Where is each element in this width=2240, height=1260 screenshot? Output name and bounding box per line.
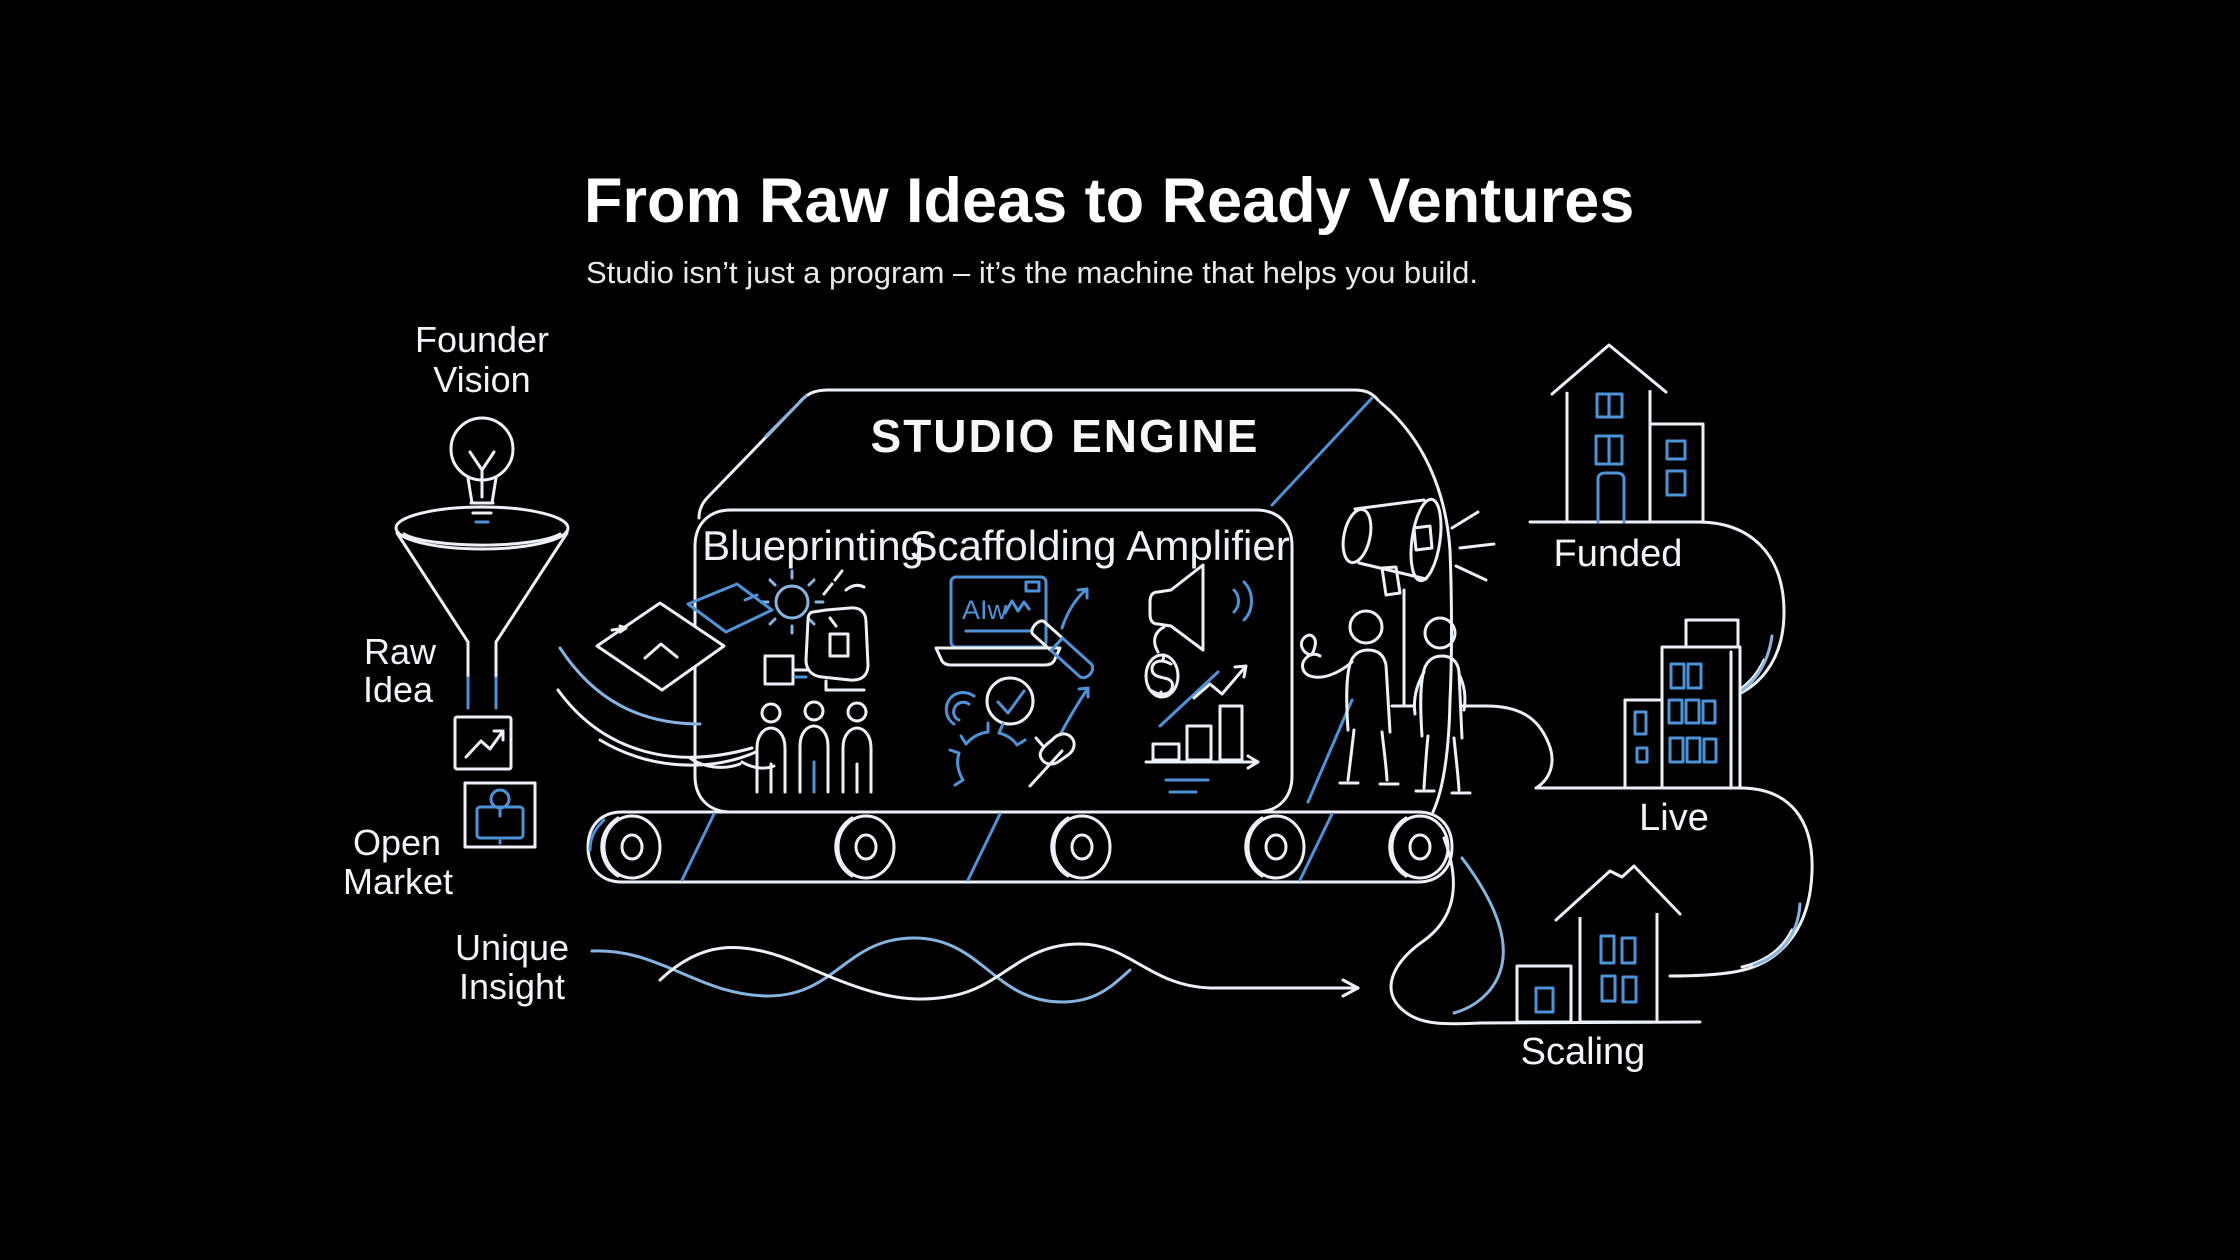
- pen-icon: [1030, 619, 1095, 680]
- unique-insight-label-line1: Unique: [455, 927, 569, 968]
- output-funded: Funded: [1528, 343, 1786, 705]
- funded-buildings: [1550, 343, 1705, 524]
- ai-laptop-icon: AIw: [934, 575, 1062, 667]
- founder-vision-label-line1: Founder: [415, 319, 549, 360]
- live-buildings: [1623, 618, 1742, 790]
- engine-fold-accent: [1270, 396, 1374, 507]
- laptop-screen-text: AIw: [962, 595, 1008, 625]
- funded-plateau: [1528, 520, 1786, 705]
- engine-title: STUDIO ENGINE: [871, 410, 1260, 462]
- gear-icon: [759, 569, 866, 635]
- input-raw-idea: Raw Idea: [363, 631, 513, 771]
- output-scaling-label: Scaling: [1521, 1031, 1646, 1073]
- insight-wave-arrow: [590, 936, 1360, 1004]
- module-scaffolding-label: Scaffolding: [909, 522, 1116, 569]
- input-open-market: Open Market: [343, 781, 537, 902]
- check-icon: [944, 676, 1035, 726]
- header: From Raw Ideas to Ready Ventures Studio …: [584, 166, 1634, 290]
- module-blueprinting-label: Blueprinting: [702, 522, 924, 569]
- open-market-label-line2: Market: [343, 861, 453, 902]
- flowchart-icon: [763, 606, 870, 692]
- bar-chart-icon: [1144, 664, 1260, 794]
- output-live-label: Live: [1639, 797, 1709, 839]
- gear-wrench-icon: [948, 721, 1076, 788]
- engine-top-face: [697, 388, 1380, 520]
- market-pin-icon: [463, 781, 537, 849]
- engine-right-accent: [1306, 698, 1354, 804]
- output-scaling: Scaling: [1515, 864, 1682, 1073]
- page-subtitle: Studio isn’t just a program – it’s the m…: [586, 255, 1478, 290]
- input-unique-insight: Unique Insight: [455, 927, 1360, 1007]
- conveyor-belt: [586, 810, 1454, 884]
- belt-roller: [1050, 814, 1112, 880]
- funnel-icon: [394, 505, 570, 710]
- dollar-icon: [1144, 625, 1180, 699]
- person-standing: [1412, 616, 1472, 795]
- megaphone-icon: [1148, 563, 1253, 652]
- road-upper: [1390, 704, 1554, 790]
- input-founder-vision: Founder Vision: [394, 319, 570, 710]
- output-funded-label: Funded: [1554, 533, 1683, 575]
- open-market-label-line1: Open: [353, 822, 441, 863]
- raw-idea-label-line1: Raw: [364, 631, 437, 672]
- belt-roller: [600, 814, 662, 880]
- output-live: Live: [1534, 618, 1814, 978]
- road-s-curve: [1389, 836, 1702, 1026]
- paper-flow: [556, 582, 776, 770]
- unique-insight-label-line2: Insight: [459, 966, 565, 1007]
- engine-right-edge: [1378, 400, 1453, 814]
- belt-roller: [834, 814, 896, 880]
- raw-idea-label-line2: Idea: [363, 669, 434, 710]
- person-waving: [1299, 609, 1400, 786]
- scaling-buildings: [1515, 864, 1682, 1024]
- founder-vision-label-line2: Vision: [433, 359, 530, 400]
- module-amplifier-label: Amplifier: [1126, 522, 1289, 569]
- people: [1299, 609, 1472, 795]
- page-title: From Raw Ideas to Ready Ventures: [584, 166, 1634, 236]
- trend-chart-icon: [453, 715, 513, 771]
- broadcast-megaphone: [1341, 497, 1496, 708]
- module-blueprinting: Blueprinting: [702, 522, 924, 794]
- module-scaffolding: Scaffolding AIw: [909, 522, 1117, 788]
- team-icon: [755, 700, 873, 794]
- engine-top-left-accent: [764, 394, 808, 438]
- belt-roller: [1244, 814, 1306, 880]
- sound-lines: [1450, 510, 1496, 582]
- live-plateau: [1534, 786, 1814, 978]
- studio-engine: STUDIO ENGINE Blueprinting: [693, 388, 1453, 814]
- growth-arrow-icon: [1058, 587, 1090, 737]
- lightbulb-icon: [449, 416, 515, 524]
- module-amplifier: Amplifier: [1126, 522, 1290, 794]
- road-s-curve-accent: [1452, 856, 1505, 1015]
